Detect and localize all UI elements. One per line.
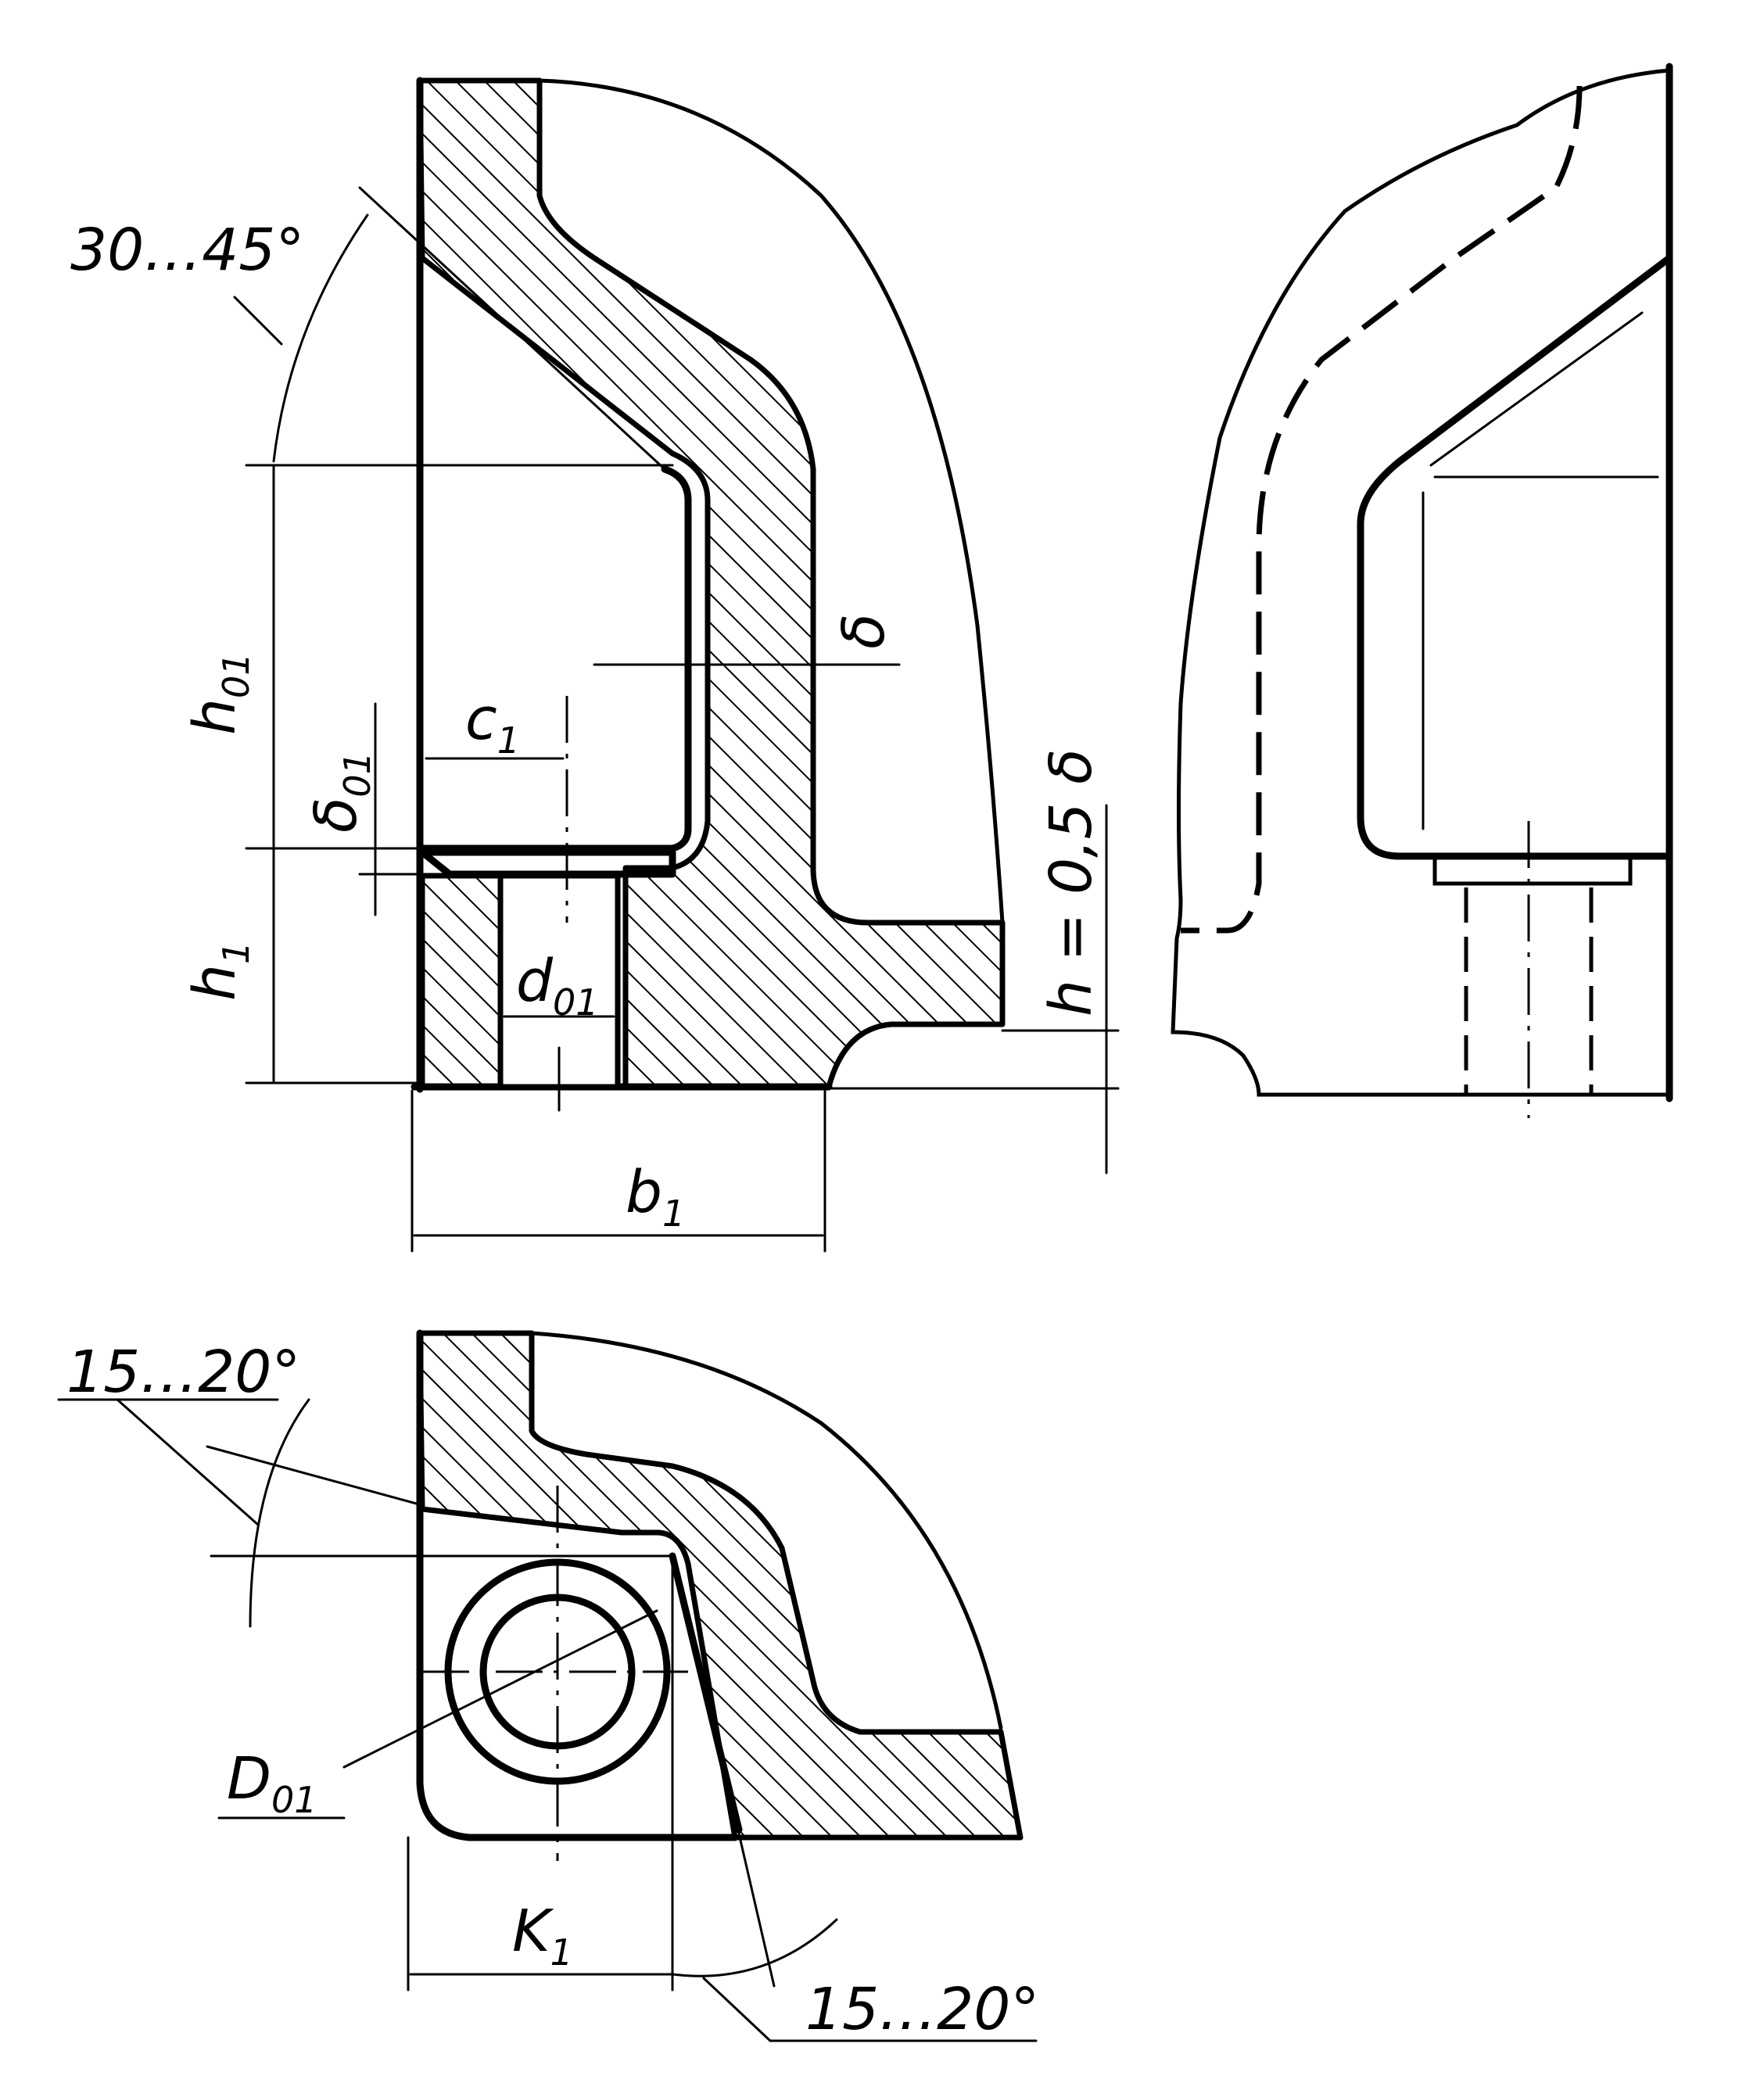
front-wall-section — [417, 77, 1006, 1090]
plan-inner-chamfer — [669, 1552, 743, 1834]
front-section-view — [233, 77, 1120, 1253]
plan-outer-contour — [529, 1331, 1003, 1730]
angle-bottom-leader — [702, 1977, 772, 2042]
angle-bottom-arc — [671, 1918, 838, 1977]
label-h1: h1 — [181, 941, 257, 1001]
label-D01: D01 — [227, 1745, 317, 1821]
angle-left-leader — [116, 1398, 260, 1526]
plan-wall-section — [417, 1330, 1024, 1841]
front-inner-cavity — [418, 465, 692, 852]
angle-ref-line — [358, 186, 666, 471]
plan-view — [57, 1329, 1038, 2042]
label-K1: K1 — [512, 1898, 573, 1974]
front-left-block — [419, 873, 504, 1090]
label-angle-left: 15…20° — [66, 1339, 300, 1406]
label-h-eq: h = 0,5 δ — [1038, 749, 1105, 1016]
label-b1: b1 — [626, 1159, 685, 1235]
label-angle-bottom: 15…20° — [805, 1976, 1039, 2043]
plan-bottom-edge — [416, 1779, 739, 1841]
angle-left-ref-a — [206, 1445, 424, 1507]
front-outer-contour — [537, 78, 1005, 925]
label-h01: h01 — [181, 653, 257, 735]
side-inner-cavity — [1357, 254, 1673, 860]
label-delta01: δ01 — [303, 751, 378, 833]
angle-bottom-ref — [737, 1832, 776, 1988]
side-flange — [1432, 858, 1633, 886]
label-c1: c1 — [465, 686, 520, 762]
angle-arc-top — [272, 213, 369, 463]
label-angle-top: 30…45° — [70, 217, 304, 284]
side-hidden-contour — [1181, 85, 1583, 934]
D01-diameter-line — [342, 1609, 658, 1769]
side-view — [1171, 63, 1673, 1118]
label-delta: δ — [830, 614, 898, 649]
front-flange-lip — [418, 848, 676, 878]
side-outer-contour — [1171, 68, 1672, 1097]
angle-left-arc — [249, 1398, 310, 1628]
side-chamfer-line — [1429, 311, 1644, 467]
label-d01: d01 — [516, 948, 599, 1024]
angle-leader-top — [233, 296, 283, 346]
